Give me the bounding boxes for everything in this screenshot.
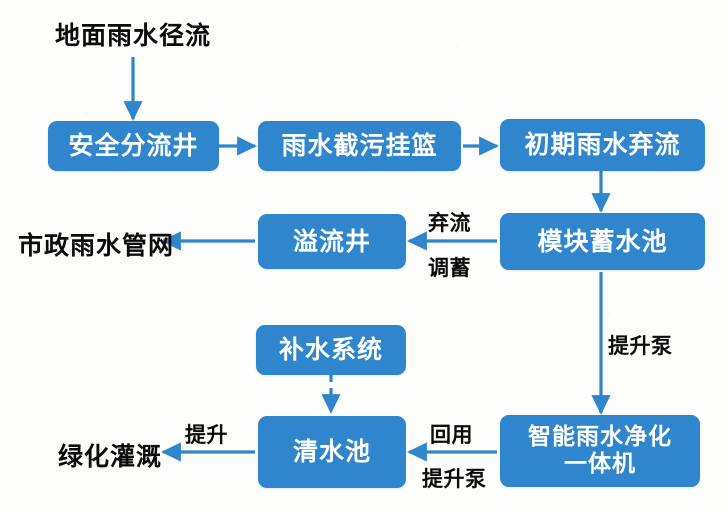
node-label: 溢流井	[292, 226, 371, 256]
edge-label-lift: 提升	[185, 423, 228, 447]
edge-label-reuse: 回用	[430, 423, 473, 447]
edge-label-lift-pump-mid: 提升泵	[422, 467, 487, 491]
node-label: 补水系统	[278, 335, 383, 365]
node-label: 雨水截污挂篮	[281, 131, 438, 161]
node-label: 智能雨水净化 一体机	[528, 423, 672, 477]
runoff-title: 地面雨水径流	[55, 21, 212, 50]
node-label: 初期雨水弃流	[524, 130, 681, 160]
node-clear-water-pool[interactable]: 清水池	[258, 416, 406, 488]
edge-label-discard-flow: 弃流	[428, 211, 471, 235]
node-rain-intercept-basket[interactable]: 雨水截污挂篮	[258, 121, 461, 171]
terminal-green-irrigation: 绿化灌溉	[58, 442, 163, 471]
node-replenish-system[interactable]: 补水系统	[256, 325, 406, 375]
node-overflow-well[interactable]: 溢流井	[258, 214, 406, 269]
node-initial-rain-discard[interactable]: 初期雨水弃流	[500, 119, 705, 171]
node-label: 模块蓄水池	[537, 226, 668, 256]
terminal-municipal-stormwater-network: 市政雨水管网	[18, 231, 175, 260]
node-safe-diversion-well[interactable]: 安全分流井	[48, 121, 219, 171]
node-module-reservoir[interactable]: 模块蓄水池	[500, 213, 705, 270]
edge-label-lift-pump-right: 提升泵	[608, 334, 673, 358]
node-label: 清水池	[292, 437, 371, 467]
edge-label-storage-adjust: 调蓄	[428, 256, 471, 280]
node-label: 安全分流井	[68, 131, 199, 161]
node-smart-purifier[interactable]: 智能雨水净化 一体机	[500, 415, 700, 487]
